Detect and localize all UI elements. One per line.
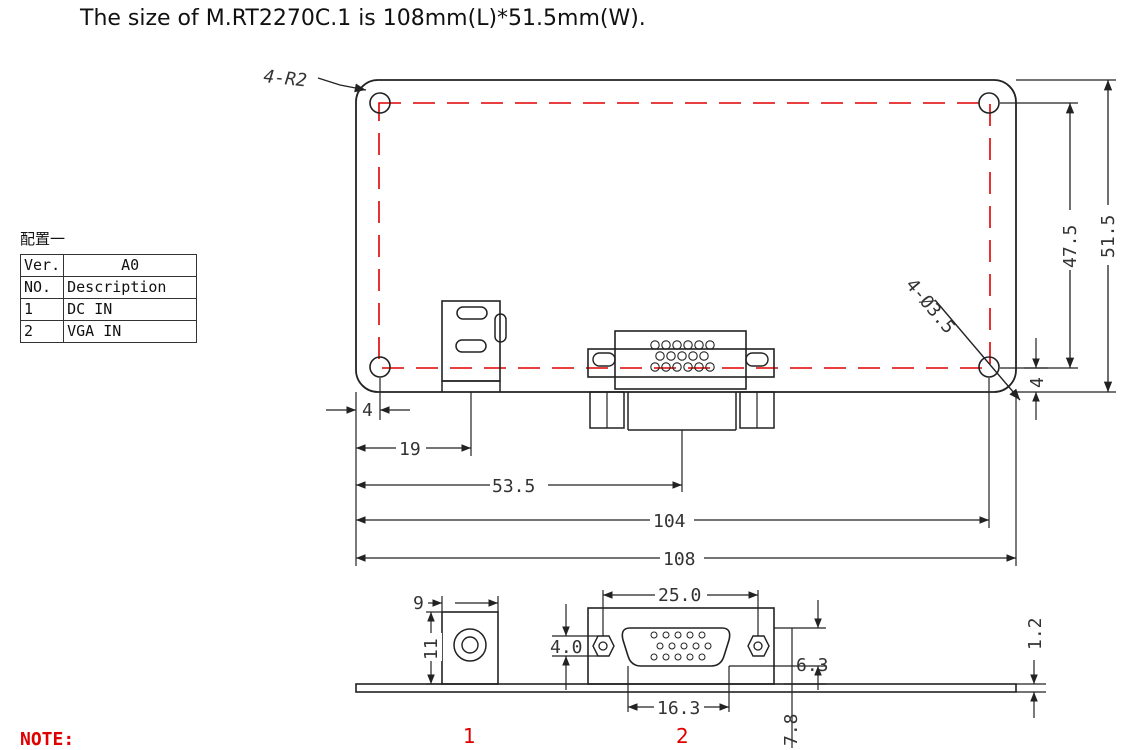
pcb-side-view: [355, 683, 1017, 693]
dim-corner-radius: 4-R2: [262, 66, 307, 91]
config-heading: 配置一: [20, 230, 66, 248]
mounting-hole: [978, 356, 1000, 378]
note-label: NOTE:: [20, 729, 75, 750]
table-cell: Description: [63, 276, 198, 299]
dim-hole-span: 104: [653, 511, 686, 532]
dim-dc-offset: 19: [399, 439, 421, 460]
dc-jack-top: [441, 300, 507, 392]
dim-edge-offset-left: 4: [362, 400, 373, 421]
dim-height-outer: 51.5: [1098, 215, 1119, 258]
mounting-hole: [369, 356, 391, 378]
dim-height-inner: 47.5: [1060, 225, 1081, 268]
dim-vga-inner: 16.3: [657, 698, 700, 719]
mounting-hole: [978, 92, 1000, 114]
dim-dc-height: 11: [421, 638, 442, 660]
drawing-title: The size of M.RT2270C.1 is 108mm(L)*51.5…: [80, 6, 646, 31]
dim-vga-h: 6.3: [796, 655, 829, 676]
dim-vga-drop: 7.8: [781, 713, 802, 746]
keepout-area: [378, 102, 991, 369]
dim-hole: 4-Ø3.5: [901, 275, 959, 338]
mounting-hole: [369, 92, 391, 114]
dim-vga-side: 4.0: [550, 637, 583, 658]
table-cell: 2: [19, 320, 65, 343]
dim-board-length: 108: [663, 549, 696, 570]
connector-label-1: 1: [463, 724, 476, 748]
dc-jack-side: [441, 611, 499, 685]
connector-label-2: 2: [676, 724, 689, 748]
dim-vga-width: 25.0: [658, 585, 701, 606]
table-row: NO. Description: [19, 276, 198, 299]
vga-connector-side: [587, 607, 775, 685]
table-row: 2 VGA IN: [19, 320, 198, 343]
board-outline: [355, 79, 1017, 393]
vga-connector-top: [587, 330, 775, 431]
table-row: 1 DC IN: [19, 298, 198, 321]
dim-vga-offset: 53.5: [492, 476, 535, 497]
dim-edge-offset-right: 4: [1027, 377, 1048, 388]
config-table: Ver. A0 NO. Description 1 DC IN 2 VGA IN: [19, 254, 198, 343]
dim-pcb-thickness: 1.2: [1025, 617, 1046, 650]
table-cell: VGA IN: [63, 320, 198, 343]
dim-dc-width: 9: [413, 593, 424, 614]
